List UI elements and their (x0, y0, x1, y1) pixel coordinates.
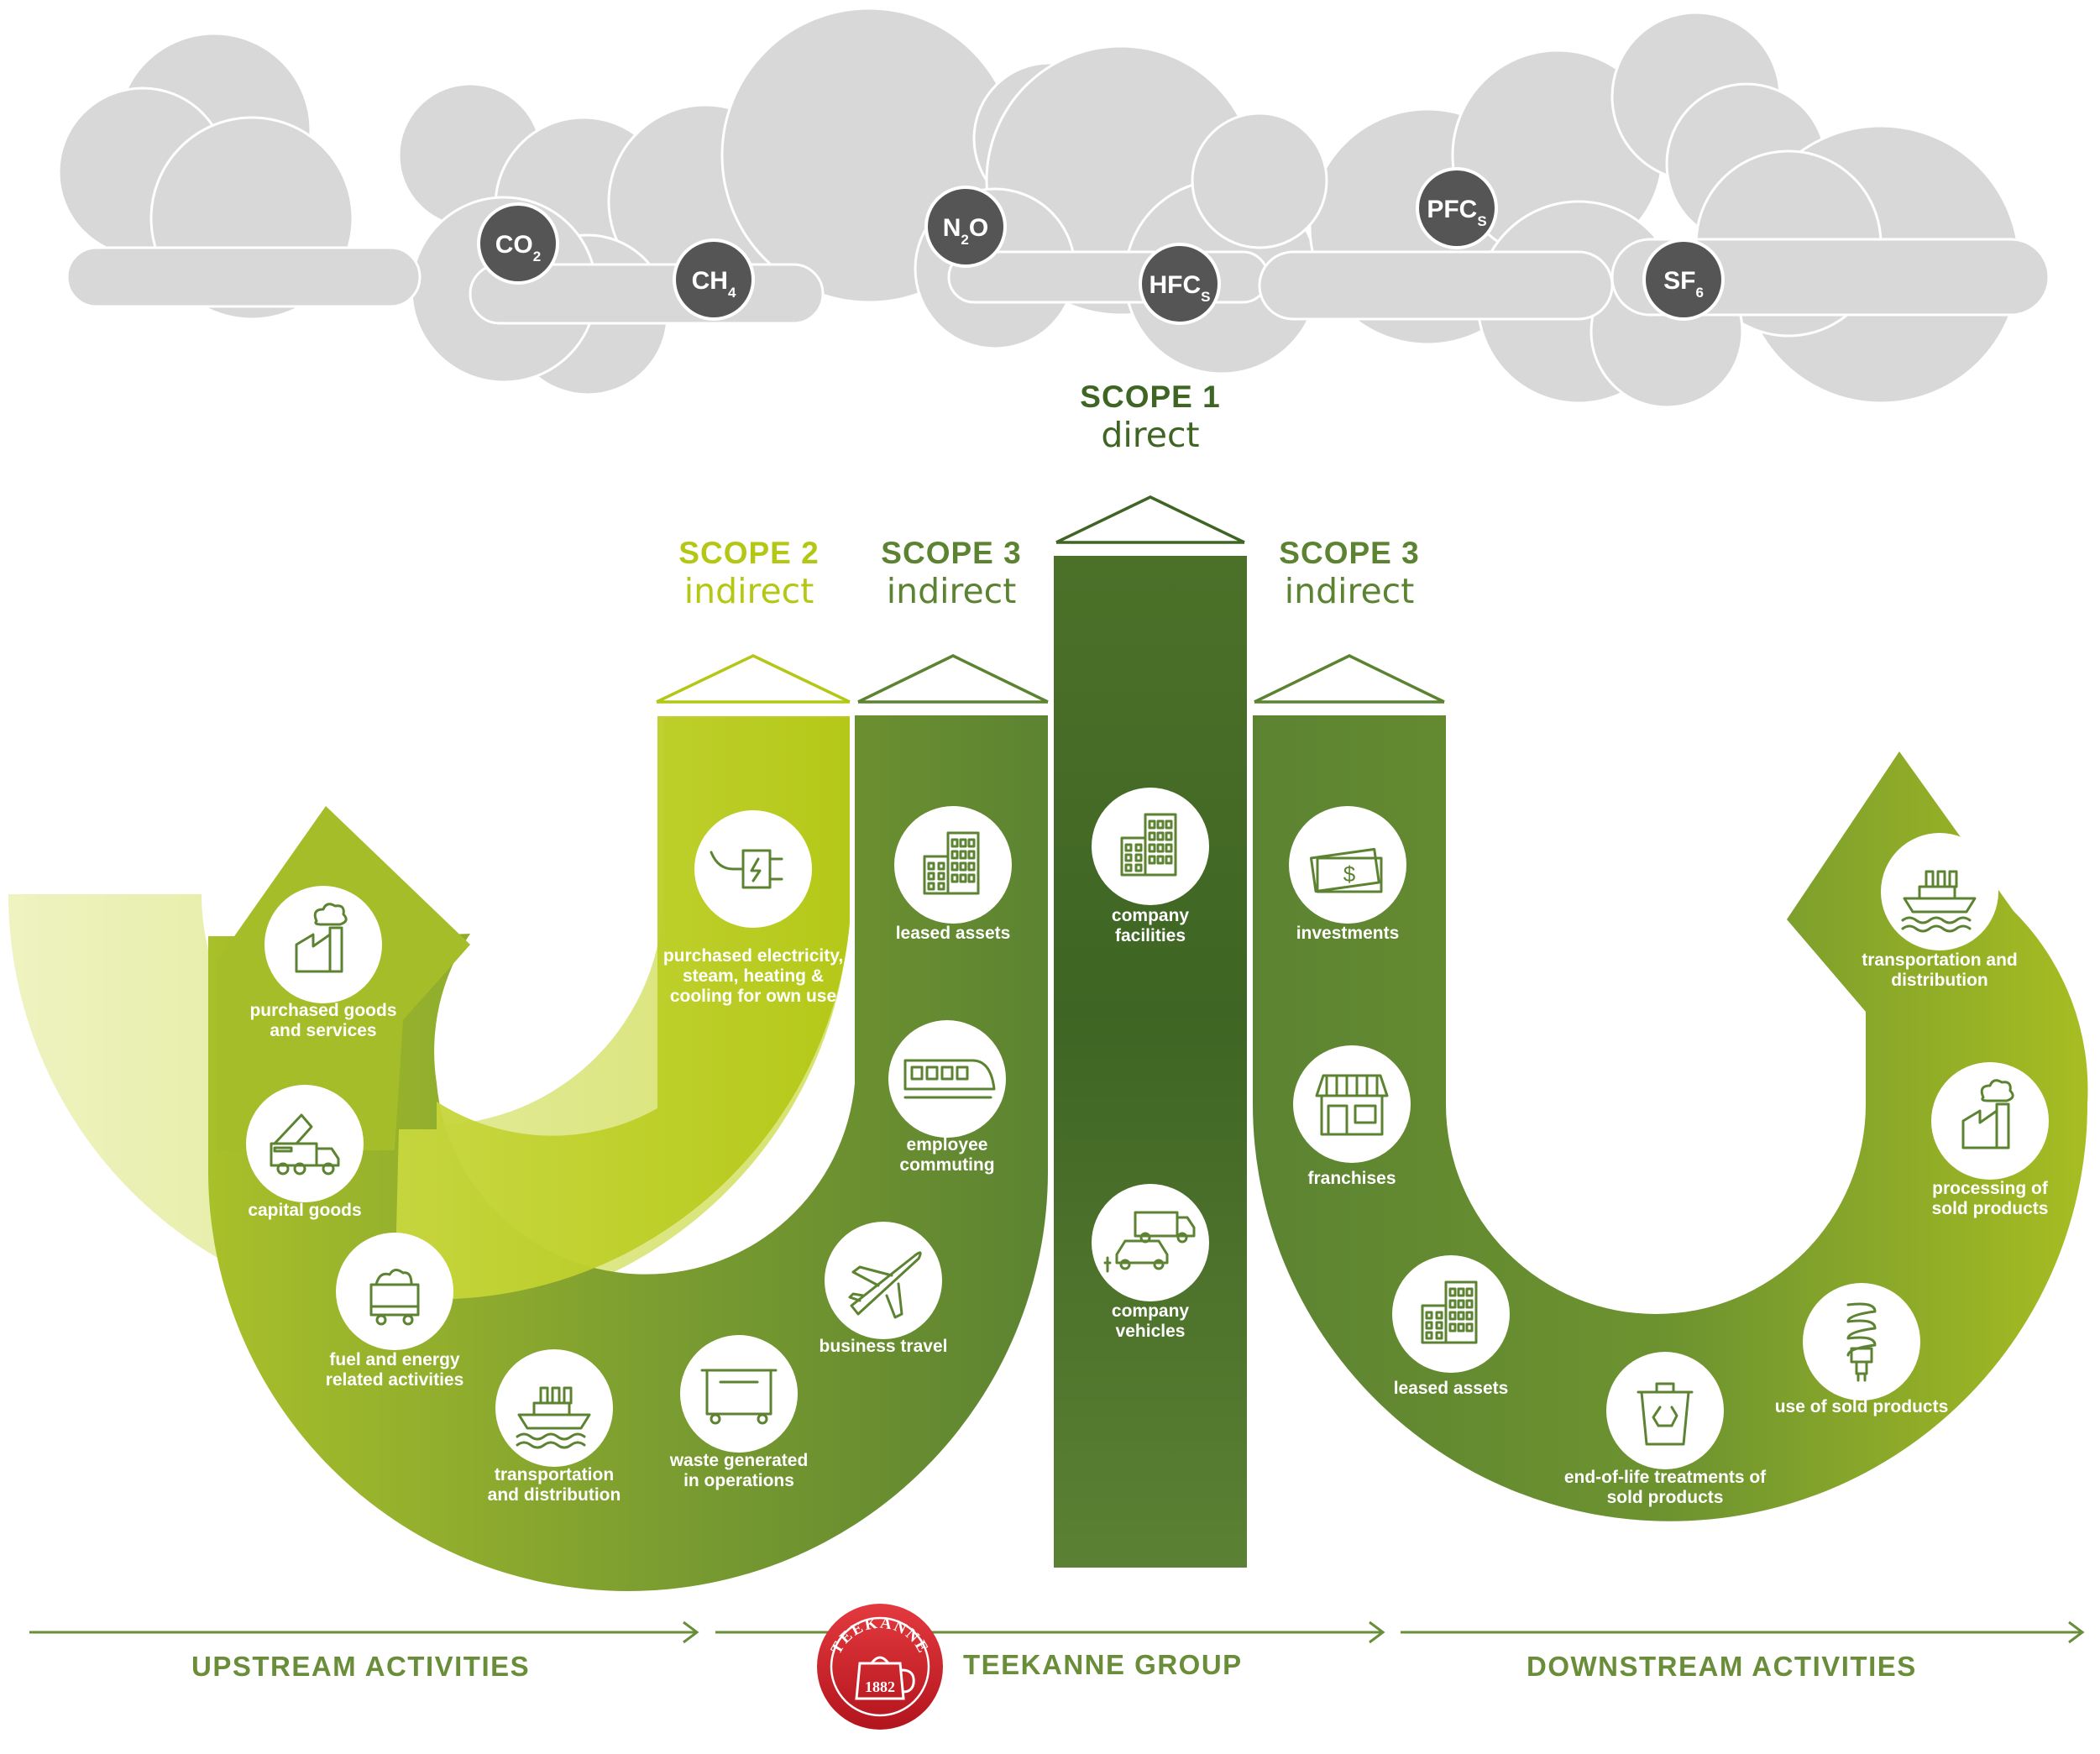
airplane-icon (848, 1251, 922, 1319)
cloud-bank (57, 7, 2050, 409)
gas-bubble: N2O (924, 186, 1007, 268)
activity-label: leased assets (1394, 1379, 1509, 1398)
roof-chevrons (656, 495, 1445, 704)
activity-franchises: franchises (1293, 1045, 1411, 1188)
cloud-base (1258, 250, 1614, 321)
gas-bubble: HFCS (1139, 243, 1221, 325)
ship-icon (516, 1386, 591, 1449)
gas-formula: CO2 (495, 231, 541, 264)
gas-bubble: PFCS (1416, 167, 1498, 249)
building-icon (923, 831, 980, 895)
svg-text:$: $ (1343, 861, 1356, 887)
activity-label: use of sold products (1775, 1397, 1949, 1416)
cloud-puff (1191, 112, 1328, 249)
activity-label: franchises (1307, 1169, 1396, 1188)
recycle-bin-icon (1637, 1382, 1694, 1446)
power-plug-icon (710, 849, 783, 889)
activity-arrows (29, 1620, 2085, 1644)
gas-formula: N2O (943, 214, 988, 248)
dump-truck-icon (270, 1113, 340, 1175)
activity-purchased-electricity: purchased electricity,steam, heating &co… (663, 810, 843, 1006)
activity-investments: $ investments (1289, 806, 1406, 943)
teekanne-group-label: TEEKANNE GROUP (963, 1649, 1243, 1680)
building-icon (1120, 813, 1177, 877)
coal-cart-icon (369, 1269, 420, 1326)
scope2-subtitle: indirect (683, 571, 814, 611)
building-icon (1421, 1280, 1478, 1344)
scope1-subtitle: direct (1101, 415, 1200, 455)
teekanne-logo: TEEKANNE 1882 (817, 1604, 943, 1730)
activity-label: purchased electricity,steam, heating &co… (663, 946, 843, 1006)
scope2-band (395, 716, 850, 1300)
scope3-upstream-title: SCOPE 3 (881, 536, 1022, 570)
waste-container-icon (700, 1369, 778, 1425)
scope3-upstream-band (208, 715, 1048, 1591)
gas-formula: PFCS (1427, 196, 1486, 229)
factory-icon (1961, 1079, 2014, 1149)
gas-bubble: CH4 (673, 238, 755, 321)
activity-label: capital goods (248, 1201, 361, 1220)
gas-formula: HFCS (1150, 271, 1211, 305)
cloud-base (1610, 238, 2050, 317)
scope2-title: SCOPE 2 (678, 536, 820, 570)
scope1-column (1054, 556, 1247, 1568)
train-icon (903, 1059, 996, 1099)
gas-formula: SF6 (1663, 267, 1704, 301)
ship-icon (1901, 870, 1977, 933)
scope3-downstream-subtitle: indirect (1284, 571, 1415, 611)
activity-use-of-sold-products: use of sold products (1775, 1283, 1949, 1416)
factory-icon (295, 903, 348, 973)
scope3-upstream-subtitle: indirect (886, 571, 1017, 611)
gas-bubble: SF6 (1642, 238, 1725, 321)
svg-text:1882: 1882 (865, 1678, 895, 1695)
activity-label: business travel (820, 1337, 948, 1356)
vehicles-icon (1103, 1211, 1196, 1273)
activity-upstream-leased-assets: leased assets (894, 806, 1012, 943)
activity-business-travel: business travel (820, 1222, 948, 1356)
downstream-activities-label: DOWNSTREAM ACTIVITIES (1527, 1651, 1917, 1682)
activity-label: investments (1296, 924, 1400, 943)
light-bulb-icon (1846, 1302, 1877, 1382)
banknote-icon: $ (1309, 847, 1383, 893)
upstream-activities-label: UPSTREAM ACTIVITIES (191, 1651, 531, 1682)
activity-downstream-leased-assets: leased assets (1392, 1255, 1510, 1398)
cloud-base (65, 246, 422, 308)
activity-label: leased assets (896, 924, 1011, 943)
activity-capital-goods: capital goods (246, 1085, 364, 1220)
gas-bubble: CO2 (477, 202, 559, 285)
scope1-title: SCOPE 1 (1080, 380, 1221, 414)
storefront-icon (1315, 1074, 1389, 1136)
gas-formula: CH4 (692, 267, 736, 301)
scope3-downstream-title: SCOPE 3 (1279, 536, 1420, 570)
